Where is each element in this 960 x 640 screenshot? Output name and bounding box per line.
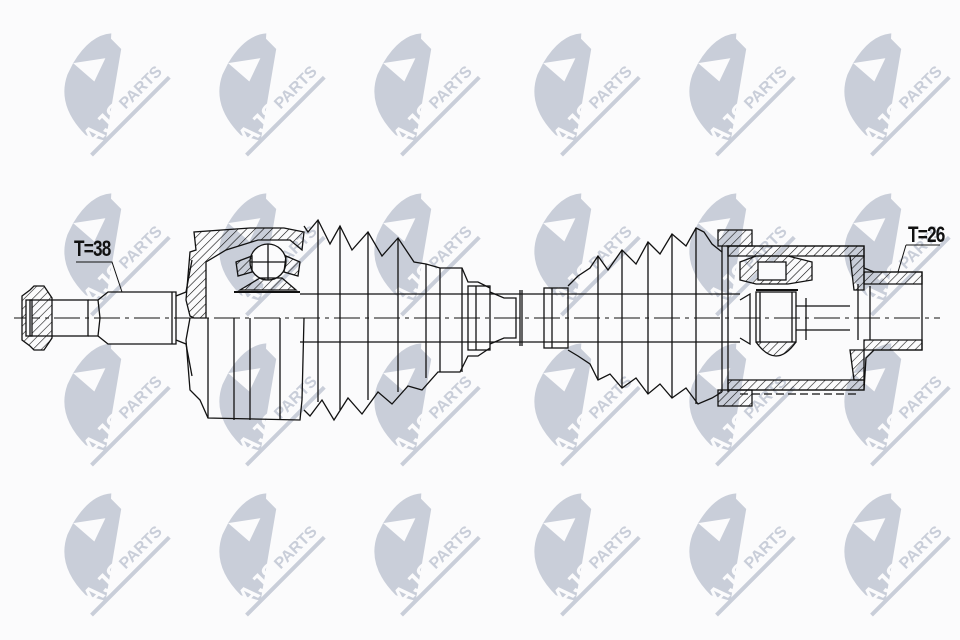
left-spline-dimension: T=38 <box>74 236 111 261</box>
inner-tripod-joint <box>717 229 923 407</box>
inner-boot <box>567 227 723 405</box>
outer-boot <box>303 218 491 422</box>
outer-cv-joint <box>185 227 305 421</box>
right-spline-dimension: T=26 <box>908 222 945 247</box>
left-nut <box>21 285 53 351</box>
